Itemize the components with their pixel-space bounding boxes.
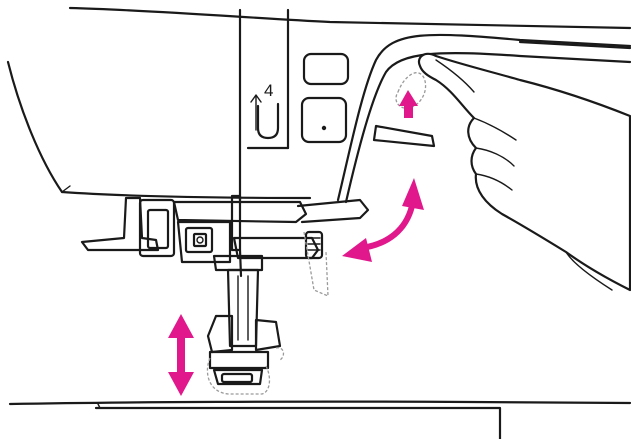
needle bbox=[238, 248, 243, 278]
control-buttons bbox=[300, 52, 350, 144]
presser-foot-lever bbox=[372, 72, 436, 148]
curved-double-arrow bbox=[342, 178, 424, 262]
needle-position-label: 4 bbox=[264, 81, 273, 100]
presser-foot-assembly bbox=[80, 194, 370, 395]
face-plate bbox=[336, 33, 631, 204]
machine-head bbox=[6, 6, 631, 200]
needle-position-indicator: 4 bbox=[250, 81, 280, 140]
top-button bbox=[302, 52, 350, 86]
hand bbox=[417, 52, 631, 292]
needle-bar bbox=[238, 8, 290, 202]
upward-arrow bbox=[399, 90, 418, 118]
machine-bed bbox=[8, 400, 631, 439]
bottom-button bbox=[300, 96, 348, 144]
button-dot-icon bbox=[321, 125, 327, 131]
vertical-double-arrow bbox=[168, 314, 194, 396]
